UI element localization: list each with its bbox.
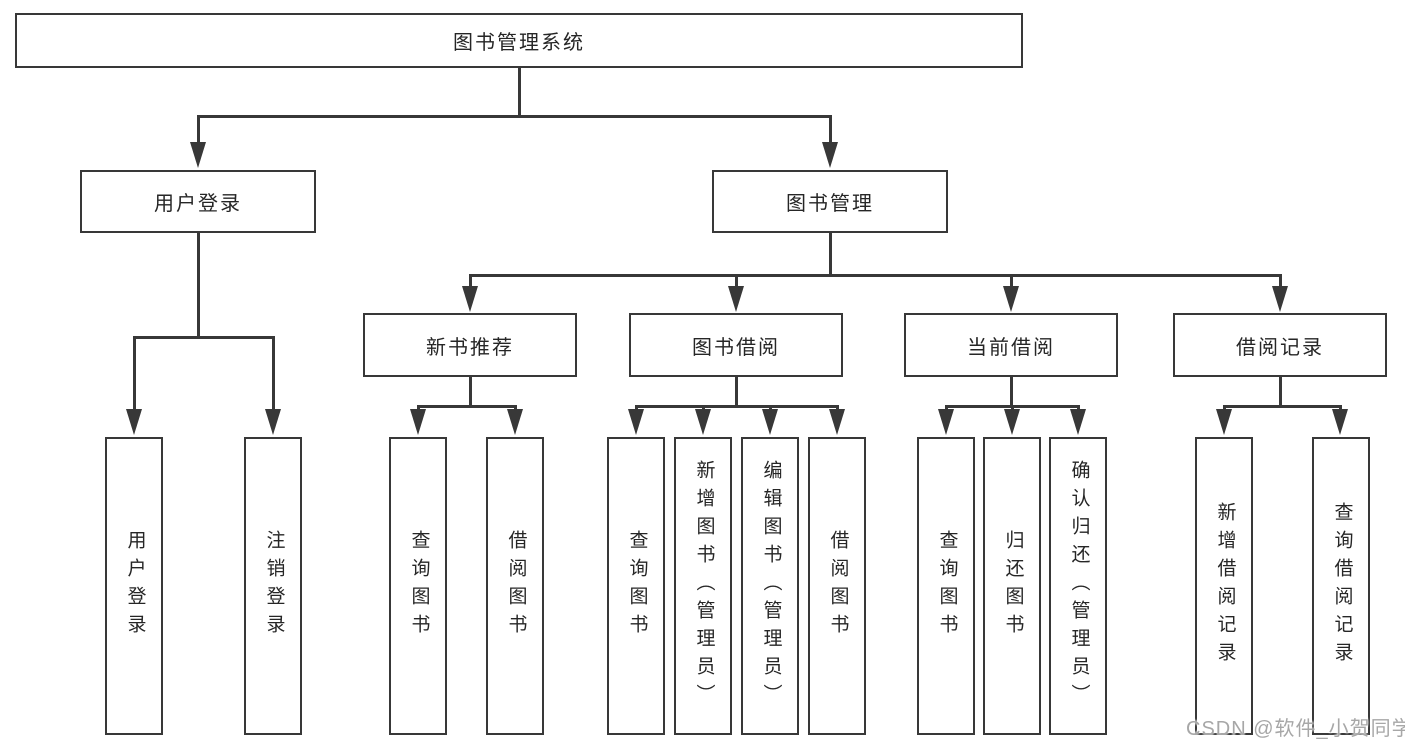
- connector-line: [469, 376, 472, 407]
- connector-arrow: [1332, 409, 1348, 435]
- leaf-cb-confirm-return-admin-label: 确认归还（管理员）: [1068, 460, 1090, 712]
- connector-arrow: [938, 409, 954, 435]
- connector-arrow: [462, 286, 478, 312]
- csdn-watermark: CSDN @软件_小贺同学: [1186, 718, 1405, 740]
- connector-line: [469, 274, 1282, 277]
- connector-arrow: [1070, 409, 1086, 435]
- connector-line: [735, 274, 738, 288]
- leaf-rec-borrow-book: 借阅图书: [486, 437, 544, 735]
- leaf-br-query-record-label: 查询借阅记录: [1331, 502, 1353, 670]
- connector-line: [829, 115, 832, 144]
- leaf-rec-query-book: 查询图书: [389, 437, 447, 735]
- connector-arrow: [762, 409, 778, 435]
- leaf-cb-return-book: 归还图书: [983, 437, 1041, 735]
- connector-line: [469, 274, 472, 288]
- connector-arrow: [1272, 286, 1288, 312]
- connector-line: [197, 232, 200, 338]
- connector-line: [518, 66, 521, 118]
- node-current-borrow: 当前借阅: [904, 313, 1118, 377]
- connector-line: [1010, 274, 1013, 288]
- connector-line: [197, 115, 200, 144]
- connector-arrow: [1004, 409, 1020, 435]
- leaf-logout-label: 注销登录: [263, 530, 285, 642]
- connector-arrow: [728, 286, 744, 312]
- connector-arrow: [410, 409, 426, 435]
- leaf-bb-edit-book-admin: 编辑图书（管理员）: [741, 437, 799, 735]
- connector-line: [1010, 376, 1013, 407]
- leaf-br-add-record-label: 新增借阅记录: [1214, 502, 1236, 670]
- connector-line: [133, 336, 136, 412]
- leaf-rec-borrow-book-label: 借阅图书: [505, 530, 527, 642]
- node-book-borrow: 图书借阅: [629, 313, 843, 377]
- connector-line: [417, 405, 516, 408]
- connector-arrow: [265, 409, 281, 435]
- connector-line: [735, 376, 738, 407]
- node-user-login: 用户登录: [80, 170, 316, 233]
- node-root-label: 图书管理系统: [453, 32, 585, 54]
- connector-line: [272, 336, 275, 412]
- node-user-login-label: 用户登录: [154, 193, 242, 215]
- connector-arrow: [507, 409, 523, 435]
- connector-arrow: [829, 409, 845, 435]
- leaf-bb-add-book-admin: 新增图书（管理员）: [674, 437, 732, 735]
- node-new-book-recommend-label: 新书推荐: [426, 336, 514, 359]
- leaf-bb-query-book-label: 查询图书: [626, 530, 648, 642]
- node-root: 图书管理系统: [15, 13, 1023, 68]
- leaf-rec-query-book-label: 查询图书: [408, 530, 430, 642]
- leaf-bb-borrow-book-label: 借阅图书: [827, 530, 849, 642]
- connector-arrow: [190, 142, 206, 168]
- leaf-bb-borrow-book: 借阅图书: [808, 437, 866, 735]
- connector-line: [635, 405, 838, 408]
- node-borrow-records-label: 借阅记录: [1236, 336, 1324, 359]
- leaf-bb-add-book-admin-label: 新增图书（管理员）: [693, 460, 715, 712]
- connector-arrow: [1003, 286, 1019, 312]
- leaf-cb-query-book: 查询图书: [917, 437, 975, 735]
- connector-line: [133, 336, 274, 339]
- connector-line: [1279, 274, 1282, 288]
- connector-arrow: [1216, 409, 1232, 435]
- connector-arrow: [695, 409, 711, 435]
- leaf-bb-query-book: 查询图书: [607, 437, 665, 735]
- connector-line: [829, 232, 832, 276]
- connector-arrow: [628, 409, 644, 435]
- node-current-borrow-label: 当前借阅: [967, 336, 1055, 359]
- node-book-management-label: 图书管理: [786, 193, 874, 215]
- leaf-br-query-record: 查询借阅记录: [1312, 437, 1370, 735]
- connector-line: [1223, 405, 1341, 408]
- leaf-cb-return-book-label: 归还图书: [1002, 530, 1024, 642]
- leaf-cb-query-book-label: 查询图书: [936, 530, 958, 642]
- node-book-management: 图书管理: [712, 170, 948, 233]
- connector-line: [197, 115, 831, 118]
- leaf-logout: 注销登录: [244, 437, 302, 735]
- leaf-login: 用户登录: [105, 437, 163, 735]
- leaf-bb-edit-book-admin-label: 编辑图书（管理员）: [760, 460, 782, 712]
- node-book-borrow-label: 图书借阅: [692, 336, 780, 359]
- connector-arrow: [822, 142, 838, 168]
- leaf-br-add-record: 新增借阅记录: [1195, 437, 1253, 735]
- connector-line: [1279, 376, 1282, 407]
- node-new-book-recommend: 新书推荐: [363, 313, 577, 377]
- connector-arrow: [126, 409, 142, 435]
- leaf-cb-confirm-return-admin: 确认归还（管理员）: [1049, 437, 1107, 735]
- node-borrow-records: 借阅记录: [1173, 313, 1387, 377]
- leaf-login-label: 用户登录: [124, 530, 146, 642]
